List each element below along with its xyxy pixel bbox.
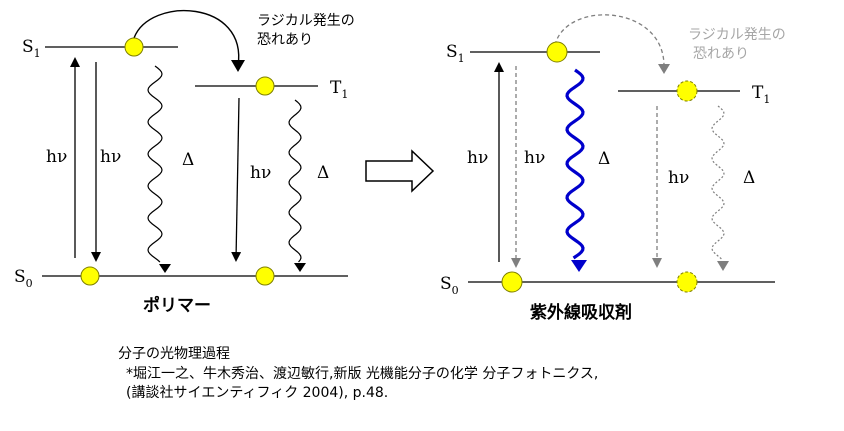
- right-hv-up-label: hν: [467, 148, 488, 168]
- left-s0-label: S0: [14, 267, 33, 290]
- left-t1-wavy-arrow: [288, 99, 302, 263]
- left-diagram: S1 S0 T1 hν hν Δ hν Δ ラジカル発生の 恐れあり ポリマー: [14, 10, 355, 316]
- right-isc-arrowhead: [658, 64, 670, 74]
- right-hv-down-label: hν: [524, 148, 545, 168]
- right-isc-curved-arrow: [554, 14, 665, 67]
- left-delta-t1-label: Δ: [317, 163, 329, 183]
- right-s0-electron-dot-2-faded: [676, 271, 698, 293]
- left-s1-electron-dot: [124, 37, 144, 57]
- left-hv-t1-label: hν: [250, 163, 271, 183]
- right-hv-t1-label: hν: [668, 168, 689, 188]
- left-t1-label: T1: [330, 78, 348, 101]
- right-s0-electron-dot-1: [501, 271, 523, 293]
- left-t1-electron-dot: [255, 76, 275, 96]
- right-s1-wavy-arrowhead: [571, 260, 587, 272]
- right-diagram: S1 S0 T1 hν hν Δ ラジカル発生の 恐れあり hν Δ 紫外線吸収…: [440, 14, 786, 323]
- left-delta-s1-label: Δ: [182, 150, 194, 170]
- left-s0-electron-dot-2: [255, 266, 275, 286]
- right-delta-t1-label: Δ: [743, 168, 755, 188]
- caption-title: 分子の光物理過程: [118, 346, 230, 362]
- right-t1-wavy-arrow: [711, 105, 725, 261]
- left-s1-wavy-arrow: [147, 65, 163, 263]
- left-radical-note-line1: ラジカル発生の: [257, 13, 355, 29]
- right-diagram-title: 紫外線吸収剤: [530, 302, 632, 323]
- left-s1-wavy-arrowhead: [159, 264, 171, 273]
- right-t1-label: T1: [752, 83, 770, 106]
- left-phosphorescence-arrow: [231, 97, 242, 262]
- caption-reference-line1: *堀江一之、牛木秀治、渡辺敏行,新版 光機能分子の化学 分子フォトニクス,: [126, 366, 599, 382]
- left-hv-down-label: hν: [100, 147, 121, 167]
- left-diagram-title: ポリマー: [143, 295, 211, 316]
- left-isc-arrowhead: [231, 60, 245, 72]
- right-s1-electron-dot: [546, 41, 568, 63]
- right-delta-s1-label: Δ: [598, 149, 610, 169]
- right-radical-note-line2: 恐れあり: [693, 46, 749, 62]
- right-t1-wavy-arrowhead: [717, 261, 729, 271]
- transition-hollow-arrow: [365, 149, 435, 193]
- left-s0-electron-dot-1: [80, 266, 100, 286]
- left-hv-up-label: hν: [46, 147, 67, 167]
- right-t1-electron-dot-faded: [676, 80, 698, 102]
- right-s1-label: S1: [446, 42, 465, 65]
- left-s1-label: S1: [22, 37, 41, 60]
- left-t1-wavy-arrowhead: [294, 263, 306, 272]
- left-radical-note-line2: 恐れあり: [257, 32, 313, 48]
- right-radical-note-line1: ラジカル発生の: [688, 27, 786, 43]
- right-s0-label: S0: [440, 274, 459, 297]
- caption-reference-line2: (講談社サイエンティフィク 2004), p.48.: [126, 385, 389, 401]
- right-s1-wavy-arrow: [565, 68, 585, 260]
- left-isc-curved-arrow: [133, 10, 240, 67]
